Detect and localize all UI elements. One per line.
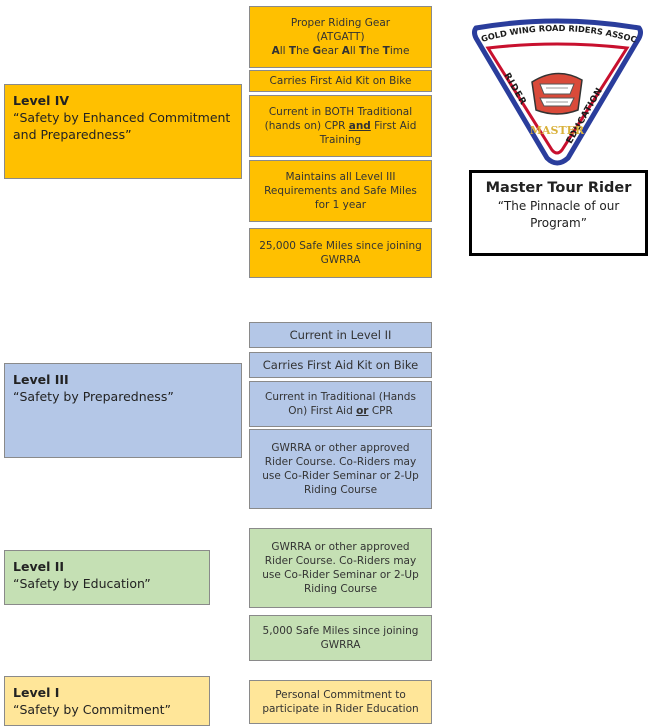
req-l2-safe-miles: 5,000 Safe Miles since joining GWRRA — [249, 615, 432, 661]
level-3-title: Level III — [13, 372, 69, 387]
req-l2-rider-course: GWRRA or other approved Rider Course. Co… — [249, 528, 432, 608]
level-2-label: Level II “Safety by Education” — [4, 550, 210, 605]
level-2-subtitle: “Safety by Education” — [13, 576, 151, 591]
req-l4-gear-line2: (ATGATT) — [316, 31, 365, 43]
level-4-title: Level IV — [13, 93, 70, 108]
req-l3-rider-course: GWRRA or other approved Rider Course. Co… — [249, 429, 432, 509]
req-l3-current: Current in Level II — [249, 322, 432, 348]
req-l4-first-aid-kit: Carries First Aid Kit on Bike — [249, 70, 432, 92]
level-1-title: Level I — [13, 685, 60, 700]
gwrra-master-badge-logo: GOLD WING ROAD RIDERS ASSOCIATION RIDER … — [470, 18, 643, 166]
req-l4-riding-gear: Proper Riding Gear (ATGATT) All The Gear… — [249, 6, 432, 68]
badge-master-text: MASTER — [530, 124, 585, 137]
level-1-subtitle: “Safety by Commitment” — [13, 702, 172, 717]
master-title: Master Tour Rider — [485, 180, 632, 196]
level-1-label: Level I “Safety by Commitment” — [4, 676, 210, 726]
master-tour-rider-box: Master Tour Rider “The Pinnacle of our P… — [469, 170, 648, 256]
level-4-label: Level IV “Safety by Enhanced Commitment … — [4, 84, 242, 179]
req-l4-gear-line3: All The Gear All The Time — [271, 45, 410, 57]
level-3-label: Level III “Safety by Preparedness” — [4, 363, 242, 458]
req-l1-commitment: Personal Commitment to participate in Ri… — [249, 680, 432, 724]
badge-wing-emblem — [531, 72, 583, 115]
level-4-subtitle: “Safety by Enhanced Commitment and Prepa… — [13, 110, 231, 142]
req-l3-first-aid-cpr: Current in Traditional (Hands On) First … — [249, 381, 432, 427]
req-l4-safe-miles: 25,000 Safe Miles since joining GWRRA — [249, 228, 432, 278]
req-l4-maintains: Maintains all Level III Requirements and… — [249, 160, 432, 222]
req-l3-first-aid-kit: Carries First Aid Kit on Bike — [249, 352, 432, 378]
master-subtitle: “The Pinnacle of our Program” — [497, 199, 620, 230]
level-3-subtitle: “Safety by Preparedness” — [13, 389, 174, 404]
level-2-title: Level II — [13, 559, 65, 574]
req-l4-cpr-first-aid: Current in BOTH Traditional (hands on) C… — [249, 95, 432, 157]
req-l4-gear-line1: Proper Riding Gear — [290, 17, 391, 29]
